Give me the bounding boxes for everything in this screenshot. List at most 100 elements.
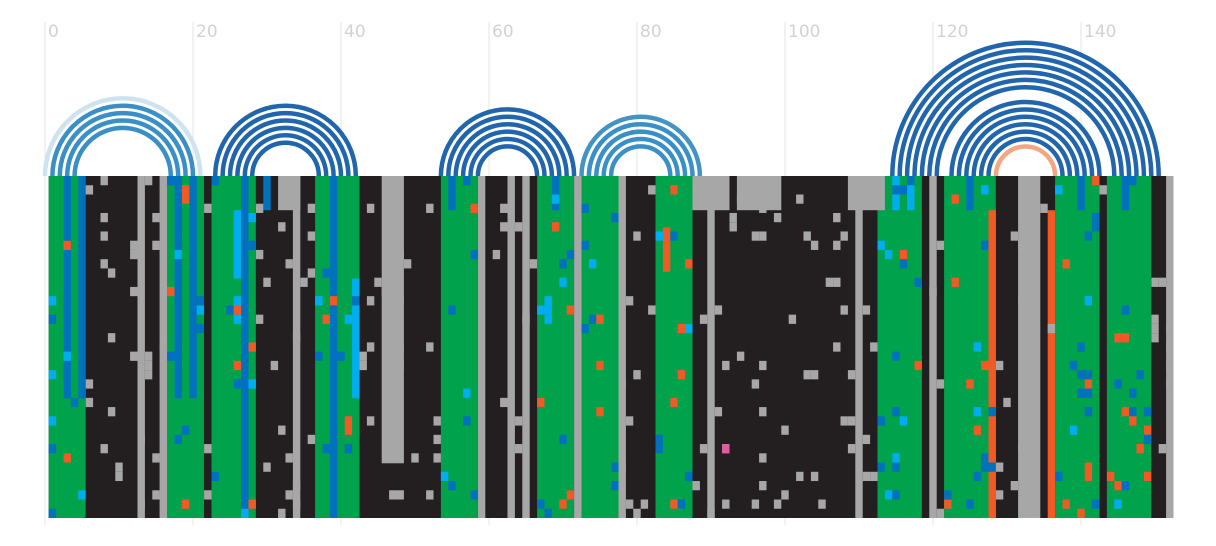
cell-18-6 [174,231,182,241]
cell-118-20 [914,360,922,371]
gray-column-8 [574,176,582,518]
cell-18-18 [174,342,182,352]
arc-4-ring-4 [919,70,1132,177]
cell-52-34 [426,490,434,500]
cell-126-18 [973,342,982,352]
cell-89-15 [699,314,708,324]
cell-58-34 [470,490,478,500]
cell-151-29 [1158,444,1167,454]
cell-29-8 [255,249,264,260]
arc-5-ring-3 [971,121,1080,177]
arc-4-ring-6 [934,84,1117,177]
cell-48-34 [396,490,404,500]
cell-34-35 [292,499,301,509]
cell-85-24 [670,397,678,408]
cell-107-7 [833,240,841,250]
cell-152-20 [1166,360,1174,371]
cell-4-24 [70,397,79,408]
arc-1-ring-2 [227,118,344,177]
cell-17-0 [167,176,175,186]
cell-109-21 [847,370,856,380]
cell-103-6 [803,231,811,241]
cell-140-23 [1077,388,1085,398]
cell-62-5 [500,222,508,232]
gray-column-16 [1018,176,1041,518]
cell-pink [722,444,730,454]
cell-116-1 [899,185,908,195]
cell-15-7 [152,240,160,250]
cell-41-27 [344,425,353,435]
arc-1-ring-1 [220,110,351,177]
cell-36-10 [307,268,316,278]
arc-2-ring-4 [468,136,547,177]
gray-column-14 [855,176,863,518]
x-tick-label-100: 100 [788,22,820,42]
cell-148-21 [1136,370,1144,380]
cell-141-22 [1084,379,1093,389]
cell-26-14 [233,305,242,315]
accent-column-14 [988,210,996,518]
cell-9-10 [107,268,116,278]
cell-32-36 [278,508,286,518]
cell-115-25 [892,407,900,417]
cell-117-0 [907,176,915,186]
cell-31-20 [270,360,279,371]
cell-80-36 [633,508,641,518]
gray-column-15 [929,176,937,518]
cell-150-11 [1151,277,1159,287]
accent-column-9 [448,176,456,211]
x-tick-label-80: 80 [640,22,662,42]
cell-141-6 [1084,231,1093,241]
cell-96-6 [751,231,760,241]
cell-137-32 [1055,471,1063,482]
cell-19-27 [181,425,190,435]
arc-1-ring-4 [242,133,329,177]
cell-131-6 [1010,231,1019,241]
cell-91-25 [714,407,723,417]
cell-141-23 [1084,388,1093,398]
cell-86-21 [677,370,686,380]
cell-21-14 [196,305,205,315]
cell-68-15 [544,314,552,324]
cell-47-34 [389,490,397,500]
gray-column-0 [137,176,145,518]
cell-34-33 [292,481,301,491]
cell-152-16 [1166,323,1174,334]
cell-112-18 [870,342,878,352]
cell-50-30 [411,453,419,463]
cell-115-30 [892,453,900,463]
cell-121-7 [936,240,945,250]
gray-column-7 [522,176,530,518]
cell-97-3 [759,203,767,213]
cell-108-26 [840,416,848,426]
arc-6-ring-0 [993,144,1058,177]
cell-37-19 [315,351,323,361]
cell-74-15 [588,314,597,324]
cell-62-24 [500,397,508,408]
cell-70-11 [559,277,567,287]
cell-32-5 [278,222,286,232]
cell-146-25 [1121,407,1130,417]
arc-5-ring-5 [986,136,1065,177]
cell-149-27 [1143,425,1152,435]
column-block-11 [537,176,575,518]
cell-152-18 [1166,342,1174,352]
arc-5-ring-1 [956,107,1095,177]
cell-85-6 [670,231,678,241]
cell-79-26 [625,416,634,426]
arc-4-ring-1 [897,48,1154,177]
cell-88-33 [692,481,700,491]
cell-127-1 [981,185,989,195]
column-block-22 [1099,176,1107,518]
cell-121-22 [936,379,945,389]
arc-4-ring-5 [927,77,1124,177]
cell-140-21 [1077,370,1085,380]
cell-26-15 [233,314,242,324]
cell-96-2 [751,194,760,204]
cell-73-7 [581,240,589,250]
cell-128-30 [988,453,996,463]
cell-73-16 [581,323,589,334]
cell-146-17 [1121,333,1130,343]
cell-129-34 [995,490,1004,500]
